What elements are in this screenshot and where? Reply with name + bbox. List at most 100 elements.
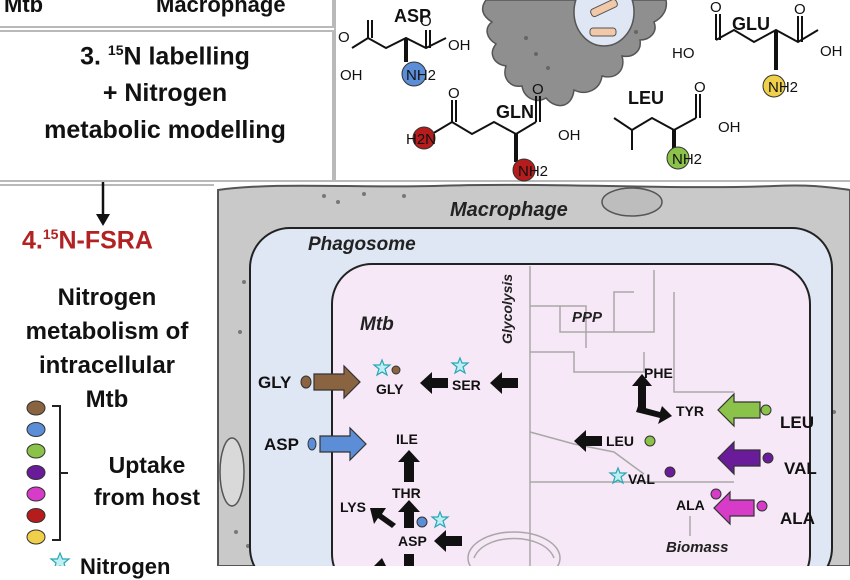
mtb-bacterium-icon-2 (589, 27, 617, 37)
int-ser-label: SER (452, 377, 481, 393)
step3-line2: + Nitrogen (102, 79, 228, 107)
int-ala-dot (710, 488, 722, 500)
asp-nh2: NH2 (406, 67, 436, 84)
to-phe-arrow (632, 374, 652, 410)
pathway-network (467, 266, 734, 566)
int-leu-dot (644, 435, 656, 447)
gln-o-left: O (448, 85, 460, 102)
header-macrophage-label: Macrophage (156, 0, 286, 17)
ppp-label: PPP (572, 309, 603, 326)
asp-down-arrow (374, 554, 414, 566)
legend-dot (26, 443, 46, 459)
asp-to-thr-arrow (398, 500, 420, 528)
header-mtb-label: Mtb (4, 0, 44, 17)
int-asp-dot (416, 516, 428, 528)
gln-molecule (431, 96, 541, 162)
step4-desc-4: Mtb (85, 386, 129, 413)
step4-desc-3: intracellular (38, 352, 176, 379)
legend-dot (26, 529, 46, 545)
top-header-panel: Mtb Macrophage (0, 0, 334, 28)
legend-uptake-2: from host (93, 484, 201, 510)
nitrogen-star-icon (49, 551, 71, 566)
int-asp-label: ASP (398, 533, 427, 549)
host-gly-dot (300, 375, 312, 389)
vesicle-dots (524, 30, 638, 70)
gln-h2n: H2N (406, 131, 436, 148)
int-ala-label: ALA (676, 497, 705, 513)
phagosome-label: Phagosome (308, 234, 416, 255)
ser-star-icon (450, 356, 470, 375)
int-leu-label: LEU (606, 433, 634, 449)
int-thr-label: THR (392, 485, 421, 501)
legend-dot (26, 486, 46, 502)
gln-nitrogen-dot-left (412, 126, 436, 150)
glu-nitrogen-dot (762, 74, 786, 98)
step4-desc-1: Nitrogen (57, 284, 157, 311)
gln-label: GLN (496, 102, 534, 122)
int-tyr-label: TYR (676, 403, 704, 419)
asp-nitrogen-dot (401, 61, 427, 87)
asp-oh-left: OH (340, 67, 363, 84)
step3-panel: 3. 15N labelling + Nitrogen metabolic mo… (0, 30, 334, 182)
thr-to-ile-arrow (398, 450, 420, 482)
gln-nh2: NH2 (518, 163, 548, 180)
legend-dot (26, 400, 46, 416)
glu-molecule (715, 14, 819, 70)
asp-to-lys-arrow (370, 508, 396, 528)
legend-bracket (52, 405, 68, 541)
int-gly-dot (391, 365, 401, 375)
host-leu-label: LEU (780, 413, 814, 432)
pathway-to-ser-arrow (490, 372, 518, 394)
int-phe-label: PHE (644, 365, 673, 381)
asp-o-right: O (420, 13, 432, 30)
host-asp-label: ASP (264, 435, 299, 454)
step3-line3: metabolic modelling (44, 116, 286, 144)
macrophage-nucleus-icon (573, 0, 635, 47)
metabolic-diagram: Macrophage Phagosome Mtb Glycolysis PPP … (217, 183, 850, 566)
host-leu-dot (760, 404, 772, 416)
ala-uptake-arrow (713, 490, 755, 526)
host-asp-dot (307, 437, 317, 451)
flow-arrow-head (96, 214, 110, 226)
int-ile-label: ILE (396, 431, 418, 447)
asp-molecule (351, 20, 447, 62)
macrophage-vesicle (601, 187, 663, 217)
val-star-icon (608, 466, 628, 485)
glu-nh2: NH2 (768, 79, 798, 96)
asp-star-icon (430, 510, 450, 529)
host-ala-label: ALA (780, 509, 815, 528)
mtb-bacterium-icon (590, 0, 618, 18)
macrophage-label: Macrophage (450, 199, 568, 221)
host-val-dot (762, 452, 774, 464)
legend-dot (26, 465, 46, 480)
left-graphics (26, 182, 110, 566)
int-val-label: VAL (628, 471, 655, 487)
glu-oh: OH (820, 43, 843, 60)
glycolysis-label: Glycolysis (499, 274, 515, 344)
int-gly-label: GLY (376, 381, 404, 397)
glu-ho: HO (672, 45, 695, 62)
host-val-label: VAL (784, 459, 817, 478)
step4-desc-2: metabolism of (25, 318, 189, 345)
int-val-dot (664, 466, 676, 478)
leu-label: LEU (628, 88, 664, 108)
to-tyr-arrow (636, 406, 672, 424)
gln-oh: OH (558, 127, 581, 144)
gly-uptake-arrow (313, 364, 361, 400)
leu-oh: OH (718, 119, 741, 136)
val-uptake-arrow (717, 440, 761, 476)
legend-uptake-1: Uptake (108, 452, 186, 478)
asp-o-left: O (338, 29, 350, 46)
leu-nh2: NH2 (672, 151, 702, 168)
gly-star-icon (372, 358, 392, 377)
ser-to-gly-arrow (420, 372, 448, 394)
mtb-label: Mtb (360, 314, 394, 335)
host-ala-dot (756, 500, 768, 512)
host-gly-label: GLY (258, 373, 292, 392)
to-leu-arrow (574, 430, 602, 452)
gln-nitrogen-dot-bottom (512, 158, 536, 182)
leu-nitrogen-dot (666, 146, 690, 170)
glu-o-left: O (710, 0, 722, 16)
legend-dot (26, 508, 46, 523)
leu-uptake-arrow (717, 392, 761, 428)
